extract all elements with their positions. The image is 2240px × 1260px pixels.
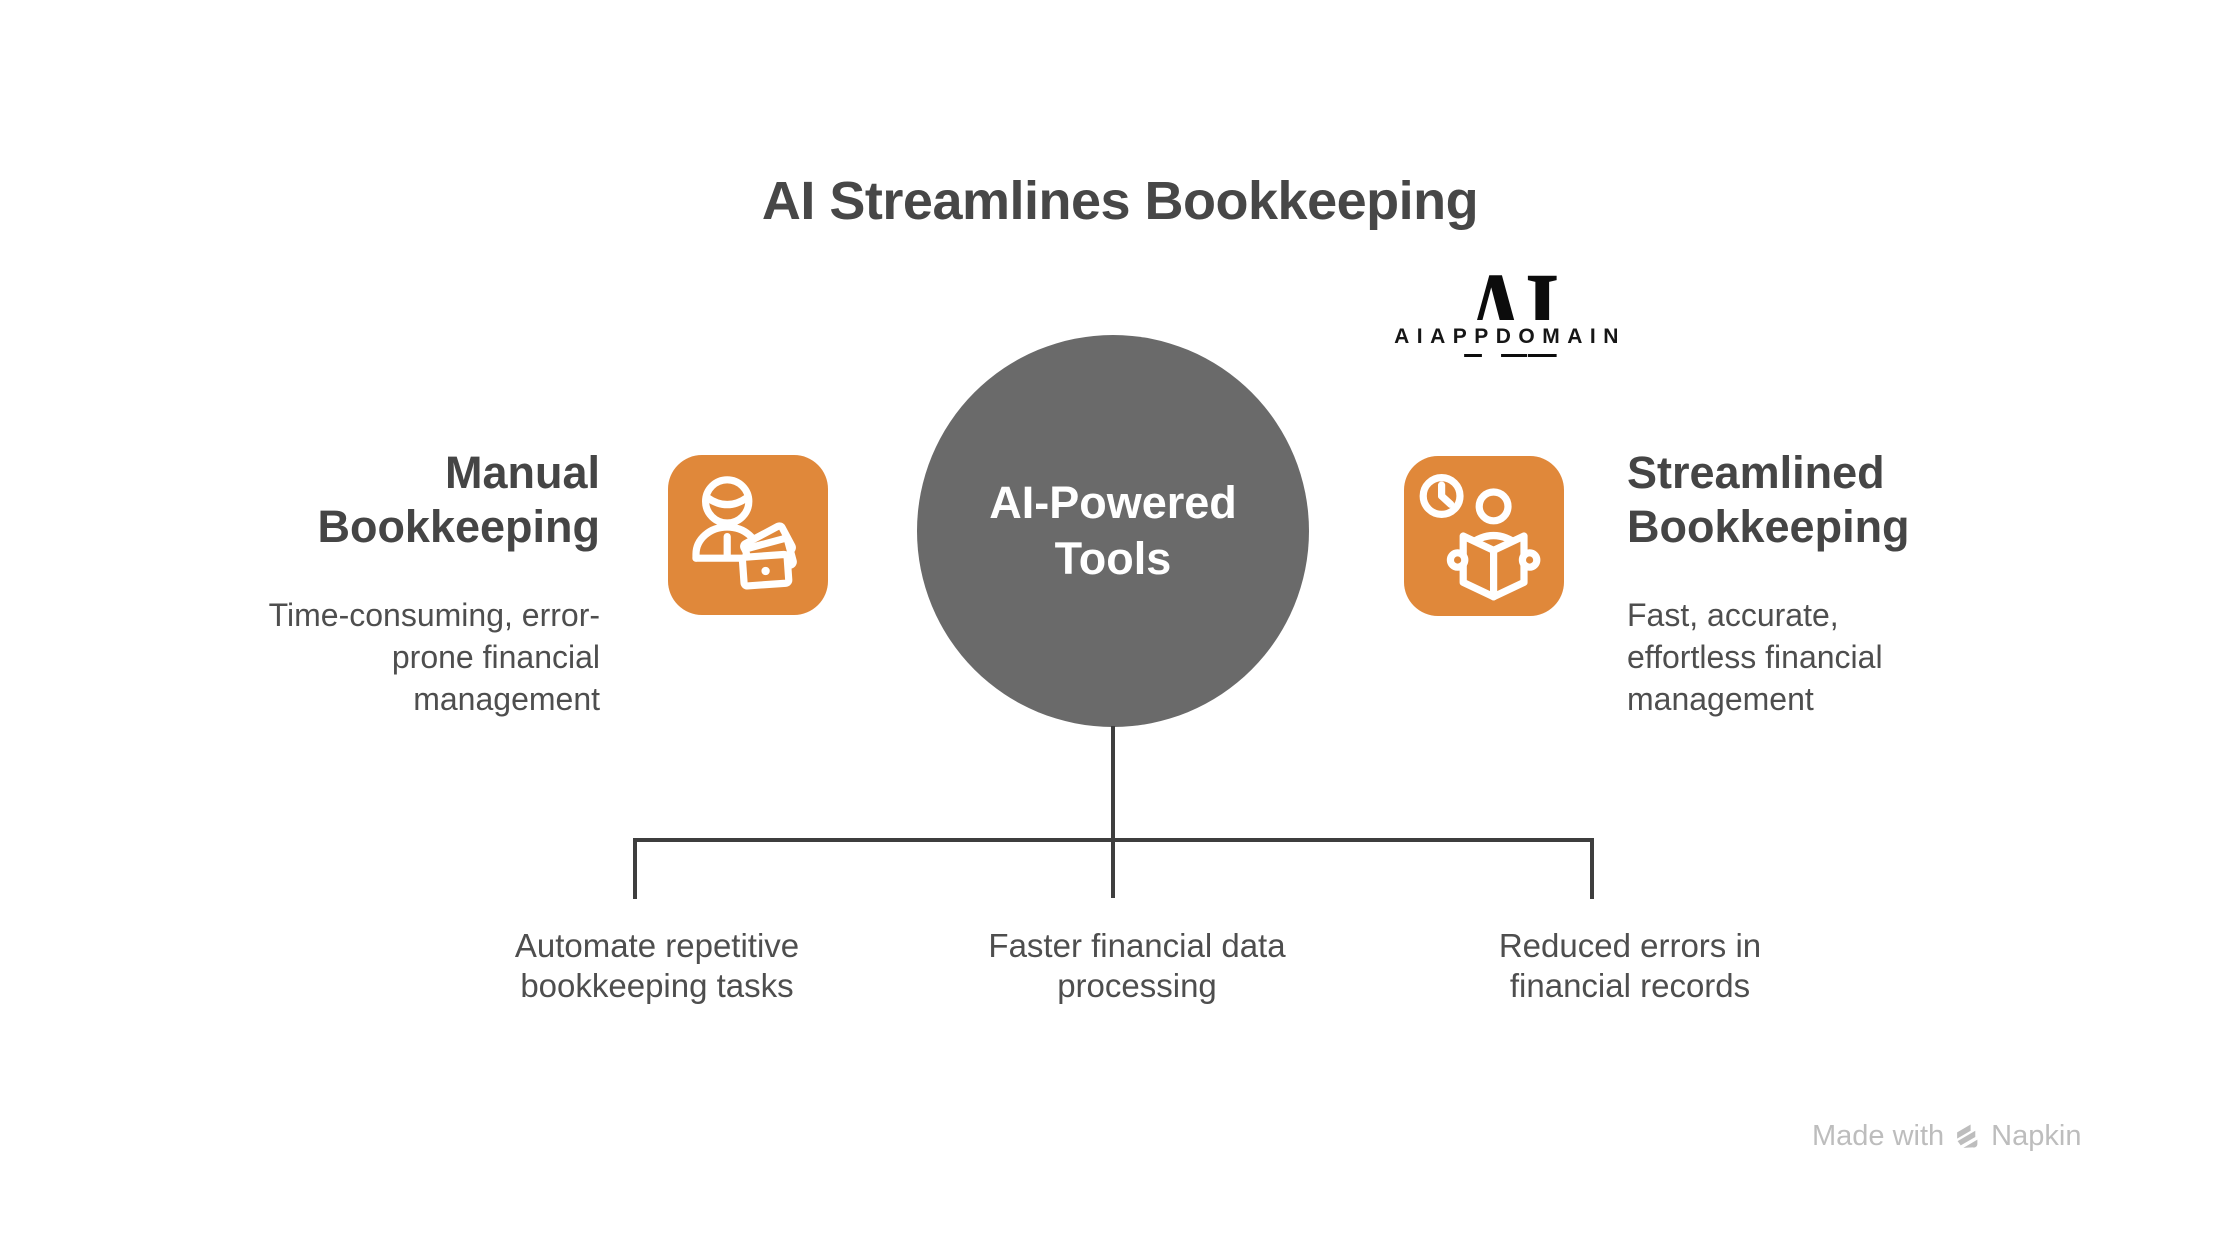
napkin-brand-text: Napkin — [1991, 1120, 2082, 1152]
aiappdomain-logo: AI AIAPPDOMAIN — [1385, 247, 1635, 394]
benefit-label-reduced-errors: Reduced errors in financial records — [1498, 927, 1762, 1004]
accountant-with-cash-icon — [692, 476, 797, 590]
benefit-label-automate: Automate repetitive bookkeeping tasks — [514, 927, 800, 1004]
napkin-logo-icon — [1957, 1124, 1978, 1148]
napkin-attribution: Made with Napkin — [1812, 1120, 2081, 1153]
logo-monogram: AI — [1463, 247, 1559, 384]
streamlined-bookkeeping-heading: Streamlined Bookkeeping — [1627, 447, 1910, 552]
connector-drop-right — [1590, 838, 1594, 899]
reader-with-clock-icon — [1419, 474, 1541, 601]
connector-drop-left — [633, 838, 637, 899]
connector-crossbar — [633, 838, 1594, 842]
center-node: AI-Powered Tools — [917, 335, 1309, 727]
manual-bookkeeping-description: Time-consuming, error- prone financial m… — [268, 597, 600, 717]
manual-bookkeeping-icon-tile — [668, 455, 828, 615]
made-with-text: Made with — [1812, 1120, 1945, 1152]
streamlined-bookkeeping-description: Fast, accurate, effortless financial man… — [1627, 597, 1883, 717]
manual-bookkeeping-heading: Manual Bookkeeping — [317, 447, 600, 552]
diagram-title: AI Streamlines Bookkeeping — [761, 171, 1479, 231]
streamlined-bookkeeping-icon-tile — [1404, 456, 1564, 616]
center-node-label: AI-Powered Tools — [989, 477, 1237, 584]
benefit-label-faster-processing: Faster financial data processing — [988, 927, 1286, 1004]
logo-wordmark: AIAPPDOMAIN — [1385, 320, 1635, 354]
connector-stem — [1111, 726, 1115, 898]
